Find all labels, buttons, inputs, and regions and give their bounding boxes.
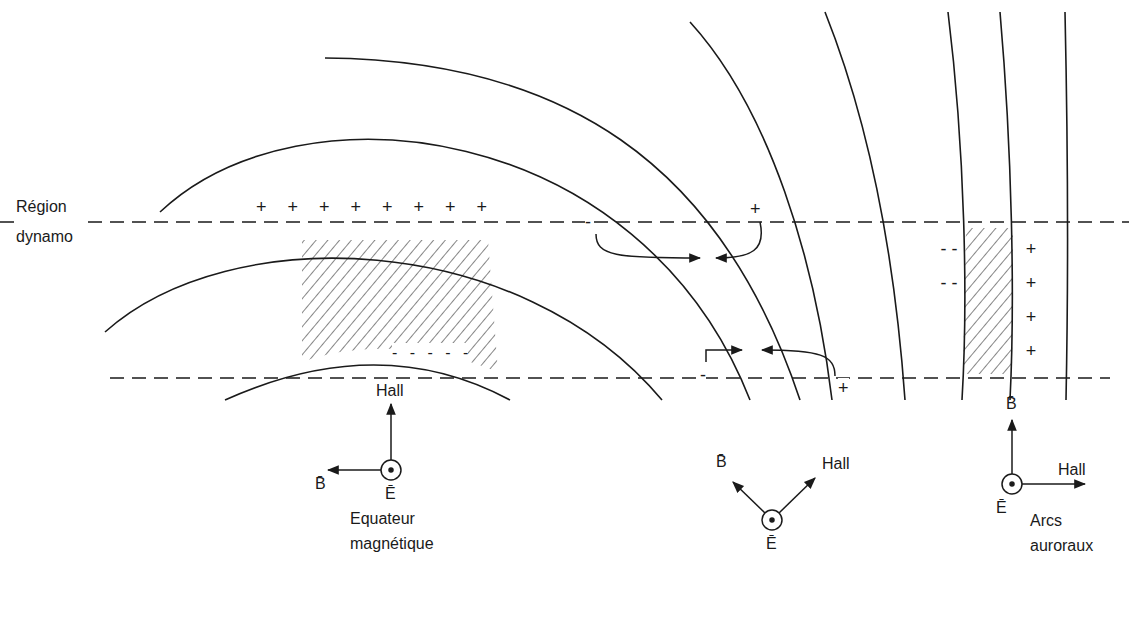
field-line (1065, 12, 1067, 400)
current-arrow (716, 222, 761, 258)
current-arrow (762, 350, 835, 376)
vector-label: B̄ (1006, 394, 1017, 414)
field-line (160, 139, 750, 400)
dashed-bound (110, 377, 1110, 378)
field-line (1000, 12, 1012, 400)
field-lines (105, 12, 1067, 400)
b-vector (733, 482, 765, 513)
hatched-regions (302, 228, 1013, 374)
charge-sign: + + + + + + + + (256, 197, 487, 217)
location-label: Arcs auroraux (1030, 508, 1110, 558)
charge-sign: + (838, 378, 849, 398)
vector-label: Hall (376, 381, 404, 401)
current-arrows (596, 222, 835, 376)
vector-label: Ē (996, 498, 1007, 518)
vector-label: Hall (1058, 460, 1086, 480)
b-vector (1011, 420, 1013, 474)
charge-sign: - - - - - (392, 343, 468, 363)
dynamo-bounds (0, 222, 1129, 378)
vector-label: B̄ (716, 452, 727, 472)
current-arrow (706, 350, 742, 362)
field-out-dot (770, 518, 774, 522)
vector-label: Ē (385, 484, 396, 504)
current-arrow (596, 234, 700, 258)
vector-label: Ē (766, 534, 777, 554)
field-line (225, 365, 510, 400)
vector-diagrams (328, 404, 1085, 530)
charge-sign: + (750, 199, 761, 219)
vector-label: B̄ (315, 474, 326, 494)
hall-vector (1022, 483, 1085, 485)
charge-sign: - - - - (940, 232, 958, 300)
field-line (325, 58, 800, 400)
field-out-symbol (381, 460, 401, 480)
b-vector (328, 469, 381, 471)
field-out-dot (1010, 482, 1014, 486)
field-out-symbol (1002, 474, 1022, 494)
hall-vector (779, 478, 815, 513)
field-line (948, 12, 965, 400)
hatched-region (963, 228, 1013, 374)
location-label: Equateur magnétique (350, 506, 450, 556)
charge-sign: - (700, 365, 706, 385)
field-line (825, 12, 905, 400)
field-line (105, 258, 662, 400)
field-line (690, 22, 832, 400)
charge-sign: - (585, 212, 591, 232)
field-out-dot (389, 468, 393, 472)
vector-label: Hall (822, 454, 850, 474)
hatched-region (302, 240, 498, 372)
dashed-bound (0, 221, 1129, 222)
hall-vector (390, 404, 392, 460)
charge-sign: + + + + (1022, 232, 1040, 368)
region-label: Région dynamo (16, 192, 86, 252)
